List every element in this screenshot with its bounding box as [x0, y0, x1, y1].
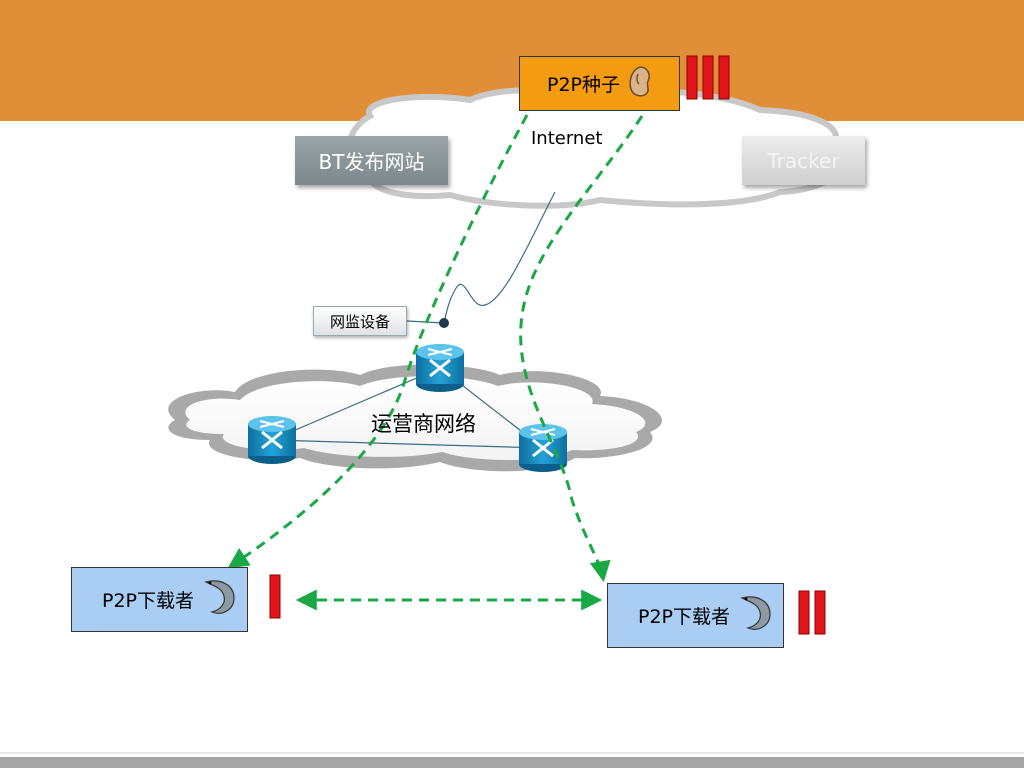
downloader-label-right: P2P下载者	[638, 606, 731, 628]
tracker-label: Tracker	[767, 148, 840, 173]
internet-label: Internet	[531, 128, 603, 149]
router-icon-right	[519, 424, 567, 472]
tap-point	[439, 318, 449, 328]
router-icon-left	[248, 416, 296, 464]
eel-icon	[738, 592, 774, 639]
seed-to-right-downloader-arrow	[519, 115, 644, 583]
footer-bar	[0, 757, 1024, 768]
downloader-box-left: P2P下载者	[71, 567, 248, 632]
left-downloader-progress-bars	[269, 574, 281, 619]
downloader-label-left: P2P下载者	[102, 590, 195, 612]
seed-label: P2P种子	[547, 74, 621, 96]
monitor-label-text: 网监设备	[329, 312, 390, 331]
right-downloader-progress-bars	[798, 590, 826, 635]
footer-divider	[0, 752, 1024, 754]
isp-network-label: 运营商网络	[371, 412, 476, 436]
monitor-wire	[443, 191, 556, 324]
seed-box: P2P种子	[519, 56, 680, 111]
tracker-box: Tracker	[742, 136, 865, 185]
bt-site-label: BT发布网站	[318, 150, 425, 174]
router-icon-top	[416, 344, 464, 392]
seed-to-left-downloader-arrow	[227, 114, 529, 569]
monitor-device-label: 网监设备	[313, 306, 407, 336]
downloader-box-right: P2P下载者	[607, 583, 784, 648]
bt-site-box: BT发布网站	[295, 136, 448, 185]
bean-icon	[628, 65, 652, 102]
eel-icon	[202, 576, 238, 623]
seed-progress-bars	[686, 55, 730, 100]
